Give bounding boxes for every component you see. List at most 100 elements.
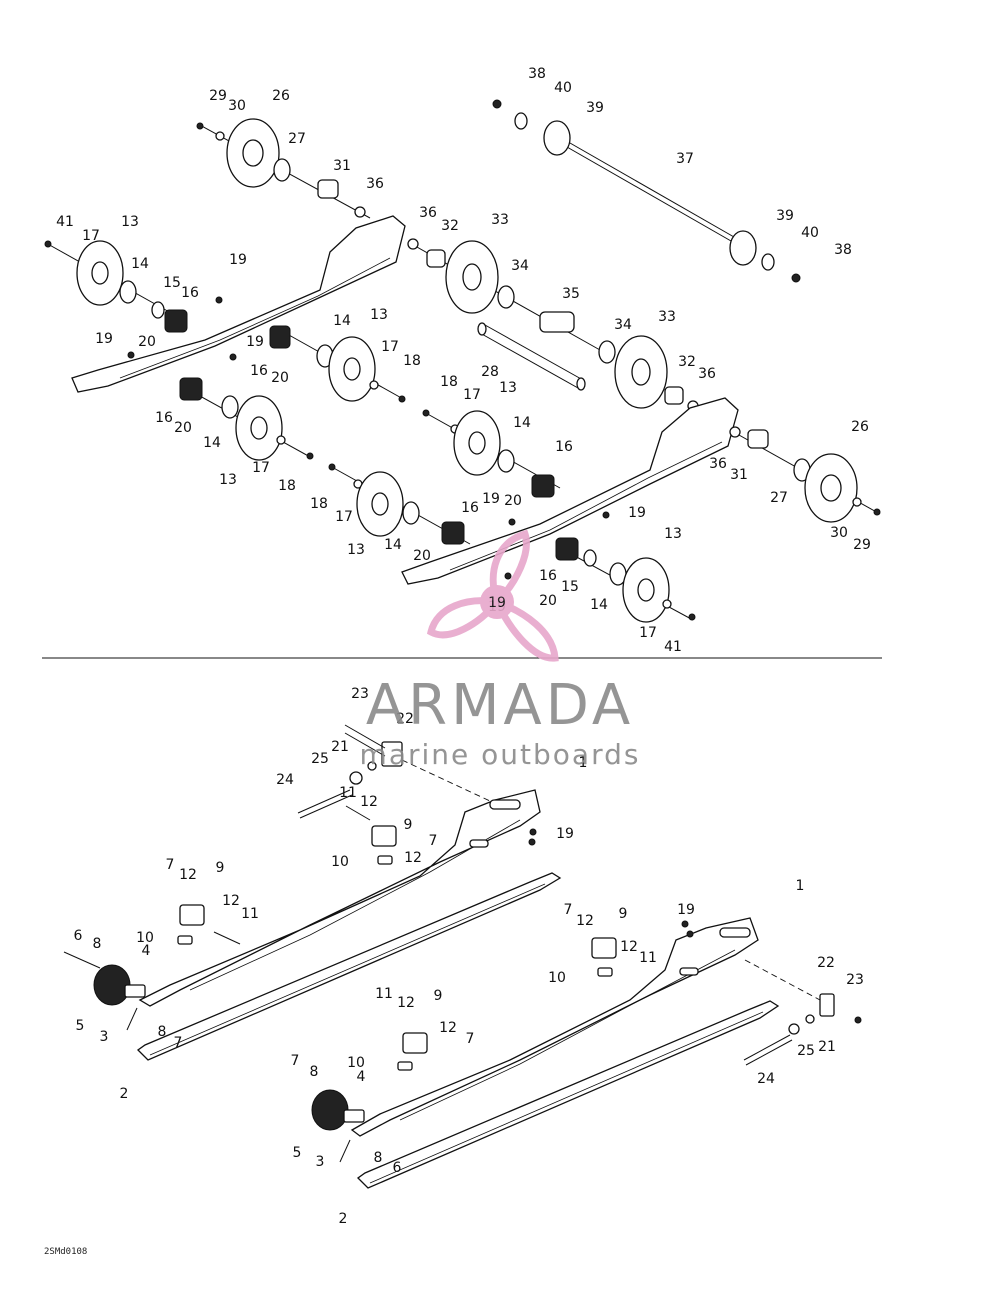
lower-callout-8: 8 — [310, 1064, 319, 1080]
lower-callout-11: 11 — [639, 950, 657, 966]
nut-19-g — [529, 828, 537, 836]
upper-callout-27: 27 — [770, 490, 788, 506]
lower-callout-19: 19 — [556, 826, 574, 842]
lower-callout-7: 7 — [291, 1053, 300, 1069]
nut-19-e — [508, 518, 516, 526]
lower-callout-2: 2 — [339, 1211, 348, 1227]
bracket-16-a — [164, 309, 188, 333]
upper-callout-36: 36 — [366, 176, 384, 192]
lower-callout-1: 1 — [796, 878, 805, 894]
upper-callout-17: 17 — [463, 387, 481, 403]
spacer-32-b — [664, 386, 684, 405]
lower-callout-3: 3 — [316, 1154, 325, 1170]
lower-callout-12: 12 — [620, 939, 638, 955]
lower-callout-4: 4 — [142, 943, 151, 959]
lower-callout-9: 9 — [434, 988, 443, 1004]
upper-callout-14: 14 — [333, 313, 351, 329]
washer-17-c — [276, 435, 286, 445]
upper-callout-41: 41 — [664, 639, 682, 655]
upper-callout-19: 19 — [95, 331, 113, 347]
upper-callout-40: 40 — [801, 225, 819, 241]
lower-callout-22: 22 — [817, 955, 835, 971]
nut-19-a — [215, 296, 223, 304]
sleeve-35 — [539, 311, 575, 333]
ring-36 — [354, 206, 366, 218]
spacer-31-b — [747, 429, 769, 449]
bolt-41-bottom — [688, 613, 696, 621]
clip-15-a — [151, 301, 165, 319]
upper-callout-16: 16 — [539, 568, 557, 584]
upper-callout-13: 13 — [219, 472, 237, 488]
upper-callout-14: 14 — [590, 597, 608, 613]
lower-callout-23: 23 — [846, 972, 864, 988]
upper-callout-16: 16 — [181, 285, 199, 301]
lower-callout-12: 12 — [439, 1020, 457, 1036]
upper-callout-16: 16 — [461, 500, 479, 516]
upper-callout-33: 33 — [658, 309, 676, 325]
lower-callout-22: 22 — [396, 711, 414, 727]
upper-callout-36: 36 — [698, 366, 716, 382]
nut-19-b — [127, 351, 135, 359]
bracket-16-e — [441, 521, 465, 545]
upper-callout-19: 19 — [482, 491, 500, 507]
upper-callout-15: 15 — [561, 579, 579, 595]
upper-callout-36: 36 — [709, 456, 727, 472]
bolt-24-top — [297, 789, 351, 814]
nut-25-bottom — [788, 1023, 800, 1035]
screw-3-left — [126, 1007, 138, 1031]
upper-callout-38: 38 — [834, 242, 852, 258]
lower-callout-12: 12 — [179, 867, 197, 883]
lower-callout-8: 8 — [374, 1150, 383, 1166]
lower-callout-10: 10 — [136, 930, 154, 946]
upper-callout-17: 17 — [639, 625, 657, 641]
lower-callout-24: 24 — [757, 1071, 775, 1087]
bolt-18-e — [328, 463, 336, 471]
long-axle-37 — [559, 142, 739, 246]
bolt-18-c — [306, 452, 314, 460]
runner-2-right — [356, 1000, 780, 1189]
lower-assembly — [63, 724, 862, 1189]
bearing-34-a — [497, 285, 515, 309]
upper-callout-15: 15 — [163, 275, 181, 291]
lower-callout-10: 10 — [331, 854, 349, 870]
upper-callout-20: 20 — [504, 493, 522, 509]
upper-callout-13: 13 — [499, 380, 517, 396]
upper-callout-28: 28 — [481, 364, 499, 380]
block-22-bottom — [819, 993, 835, 1017]
washer-17-b — [369, 380, 379, 390]
upper-callout-17: 17 — [381, 339, 399, 355]
lower-callout-6: 6 — [393, 1160, 402, 1176]
insert-10-a — [377, 855, 393, 865]
insert-10-b — [177, 935, 193, 945]
lower-callout-25: 25 — [797, 1043, 815, 1059]
lower-callout-10: 10 — [347, 1055, 365, 1071]
lower-callout-2: 2 — [120, 1086, 129, 1102]
lower-callout-1: 1 — [579, 755, 588, 771]
washer-30-b — [852, 497, 862, 507]
upper-callout-30: 30 — [228, 98, 246, 114]
armada-watermark: 19 ARMADA marine outboards — [360, 529, 638, 771]
upper-callout-38: 38 — [528, 66, 546, 82]
lower-callout-9: 9 — [619, 906, 628, 922]
watermark-brand-name: ARMADA — [366, 673, 634, 738]
upper-callout-17: 17 — [82, 228, 100, 244]
upper-callout-34: 34 — [511, 258, 529, 274]
upper-callout-14: 14 — [203, 435, 221, 451]
washer-30 — [215, 131, 225, 141]
spacer-32-a — [426, 249, 446, 268]
slide-rail-1-right — [350, 917, 759, 1137]
upper-callout-33: 33 — [491, 212, 509, 228]
block-9-d — [402, 1032, 428, 1054]
ring-36-b — [407, 238, 419, 250]
washer-17-f — [662, 599, 672, 609]
upper-callout-19: 19 — [229, 252, 247, 268]
upper-callout-17: 17 — [335, 509, 353, 525]
lower-callout-12: 12 — [404, 850, 422, 866]
nut-19-c — [229, 353, 237, 361]
lower-callout-7: 7 — [466, 1031, 475, 1047]
drawing-code: 2SMd0108 — [44, 1247, 87, 1257]
bolt-23-bottom — [854, 1016, 862, 1024]
nut-19-h — [681, 920, 689, 928]
lower-callout-21: 21 — [331, 739, 349, 755]
